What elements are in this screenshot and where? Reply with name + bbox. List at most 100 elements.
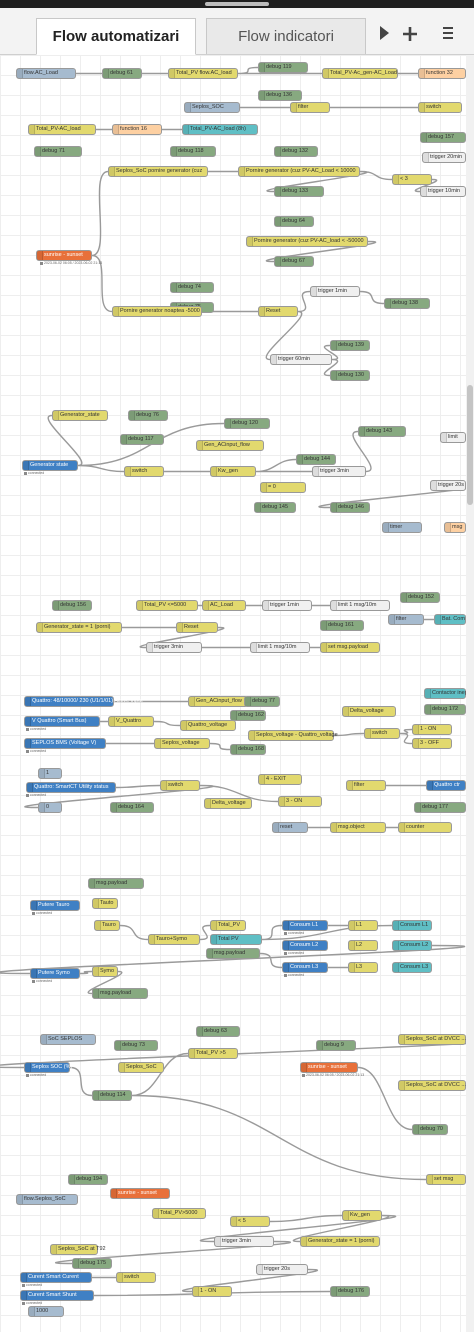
function-node[interactable]: filter xyxy=(290,102,330,113)
inject-node[interactable]: reset xyxy=(272,822,308,833)
ha-service-node[interactable]: Consum L3 xyxy=(392,962,432,973)
debug-node[interactable]: debug 63 xyxy=(196,1026,240,1037)
function-node[interactable]: V_Quattro xyxy=(108,716,154,727)
tab-flow-automatizari[interactable]: Flow automatizari xyxy=(36,18,196,55)
ha-entity-node[interactable]: Quattro: SmartCT Utility status xyxy=(26,782,116,793)
ha-service-node[interactable]: Total_PV-AC_load (8h) xyxy=(182,124,258,135)
debug-node[interactable]: debug 175 xyxy=(72,1258,112,1269)
function-node[interactable]: Total_PV-AC_load xyxy=(28,124,96,135)
function-node[interactable]: msg xyxy=(444,522,466,533)
ha-entity-node[interactable]: Generator state xyxy=(22,460,78,471)
function-node[interactable]: Total_PV xyxy=(210,920,246,931)
debug-node[interactable]: debug 172 xyxy=(424,704,466,715)
ha-entity-node[interactable]: Curent Smart Curent xyxy=(20,1272,92,1283)
debug-node[interactable]: debug 64 xyxy=(274,216,314,227)
function-node[interactable]: < 3 xyxy=(392,174,432,185)
ha-service-node[interactable]: Total PV xyxy=(210,934,262,945)
debug-node[interactable]: debug 176 xyxy=(330,1286,370,1297)
debug-node[interactable]: debug 156 xyxy=(52,600,92,611)
debug-node[interactable]: debug 73 xyxy=(114,1040,158,1051)
function-node[interactable]: Seplos_SoC xyxy=(118,1062,164,1073)
trigger-node[interactable]: trigger 3min xyxy=(146,642,202,653)
ha-entity-node[interactable]: Consum L3 xyxy=(282,962,328,973)
debug-node[interactable]: debug 114 xyxy=(92,1090,132,1101)
function-node[interactable]: Generator_state xyxy=(52,410,108,421)
function-node[interactable]: Reset xyxy=(176,622,218,633)
function-node[interactable]: Tauto xyxy=(92,898,118,909)
debug-node[interactable]: debug 139 xyxy=(330,340,370,351)
trigger-node[interactable]: limit 1 msg/10m xyxy=(330,600,390,611)
function-node[interactable]: Total_PV >5 xyxy=(188,1048,238,1059)
ha-entity-node[interactable]: Curent Smart Shunt xyxy=(20,1290,94,1301)
function-node[interactable]: Pornire generator (cuz PV-AC_Load < 1000… xyxy=(238,166,360,177)
debug-node[interactable]: msg.payload xyxy=(88,878,144,889)
trigger-node[interactable]: trigger 1min xyxy=(310,286,360,297)
debug-node[interactable]: debug 130 xyxy=(330,370,370,381)
ha-entity-node[interactable]: Putere Symo xyxy=(30,968,80,979)
debug-node[interactable]: debug 168 xyxy=(230,744,266,755)
debug-node[interactable]: msg.payload xyxy=(206,948,260,959)
ha-entity-node[interactable]: Consum L2 xyxy=(282,940,328,951)
debug-node[interactable]: debug 133 xyxy=(274,186,324,197)
function-node[interactable]: switch xyxy=(116,1272,156,1283)
debug-node[interactable]: debug 194 xyxy=(68,1174,108,1185)
function-node[interactable]: Total_PV-Ac_gen-AC_Load xyxy=(322,68,398,79)
ha-service-node[interactable]: Consum L2 xyxy=(392,940,432,951)
add-flow-button[interactable] xyxy=(398,22,422,48)
debug-node[interactable]: debug 71 xyxy=(34,146,82,157)
function-node[interactable]: Generator_state = 1 (porni) xyxy=(300,1236,380,1247)
trigger-node[interactable]: limit 1 msg/10m xyxy=(250,642,310,653)
sun-node[interactable]: sunrise - sunset xyxy=(110,1188,170,1199)
ha-entity-node[interactable]: Seplos SOC (%) xyxy=(24,1062,72,1073)
trigger-node[interactable]: trigger 60min xyxy=(270,354,332,365)
function-node[interactable]: Generator_state = 1 (porni) xyxy=(36,622,122,633)
function-node[interactable]: AC_Load xyxy=(202,600,246,611)
flows-menu-button[interactable] xyxy=(436,22,460,48)
trigger-node[interactable]: trigger 3min xyxy=(214,1236,274,1247)
function-node[interactable]: Kw_gen xyxy=(342,1210,382,1221)
trigger-node[interactable]: trigger 1min xyxy=(262,600,312,611)
function-node[interactable]: L1 xyxy=(348,920,378,931)
ha-service-node[interactable]: Consum L1 xyxy=(392,920,432,931)
function-node[interactable]: function 32 xyxy=(418,68,466,79)
inject-node[interactable]: 0 xyxy=(38,802,62,813)
function-node[interactable]: = 0 xyxy=(260,482,306,493)
ha-service-node[interactable]: Contactor ineg xyxy=(424,688,468,699)
function-node[interactable]: switch xyxy=(418,102,462,113)
trigger-node[interactable]: trigger 20min xyxy=(422,152,466,163)
debug-node[interactable]: debug 138 xyxy=(384,298,430,309)
debug-node[interactable]: debug 117 xyxy=(120,434,164,445)
function-node[interactable]: Delta_voltage xyxy=(342,706,396,717)
inject-node[interactable]: 1000 xyxy=(28,1306,64,1317)
debug-node[interactable]: debug 145 xyxy=(254,502,296,513)
function-node[interactable]: Seplos_voltage - Quattro_voltage xyxy=(248,730,338,741)
inject-node[interactable]: filter xyxy=(388,614,424,625)
function-node[interactable]: Gen_ACinput_flow xyxy=(196,440,264,451)
debug-node[interactable]: debug 120 xyxy=(224,418,270,429)
debug-node[interactable]: debug 161 xyxy=(320,620,364,631)
workspace-scrollbar[interactable] xyxy=(466,55,474,1332)
function-node[interactable]: 1 - ON xyxy=(192,1286,232,1297)
inject-node[interactable]: Seplos_SOC xyxy=(184,102,240,113)
debug-node[interactable]: debug 146 xyxy=(330,502,370,513)
debug-node[interactable]: debug 77 xyxy=(244,696,280,707)
debug-node[interactable]: debug 119 xyxy=(258,62,308,73)
function-node[interactable]: set msg.payload xyxy=(320,642,380,653)
tab-flow-indicatori[interactable]: Flow indicatori xyxy=(206,18,366,54)
function-node[interactable]: Gen_ACinput_flow xyxy=(188,696,248,707)
ha-entity-node[interactable]: Consum L1 xyxy=(282,920,328,931)
inject-node[interactable]: flow.Seplos_SoC xyxy=(16,1194,78,1205)
debug-node[interactable]: debug 143 xyxy=(358,426,406,437)
function-node[interactable]: Tauro+Symo xyxy=(148,934,200,945)
function-node[interactable]: function 16 xyxy=(112,124,162,135)
scroll-tabs-button[interactable] xyxy=(372,22,396,48)
function-node[interactable]: set msg xyxy=(426,1174,466,1185)
function-node[interactable]: 3 - OFF xyxy=(412,738,452,749)
debug-node[interactable]: debug 177 xyxy=(414,802,466,813)
function-node[interactable]: counter xyxy=(398,822,452,833)
function-node[interactable]: switch xyxy=(364,728,400,739)
trigger-node[interactable]: trigger 3min xyxy=(312,466,366,477)
function-node[interactable]: switch xyxy=(160,780,200,791)
trigger-node[interactable]: limit xyxy=(440,432,466,443)
